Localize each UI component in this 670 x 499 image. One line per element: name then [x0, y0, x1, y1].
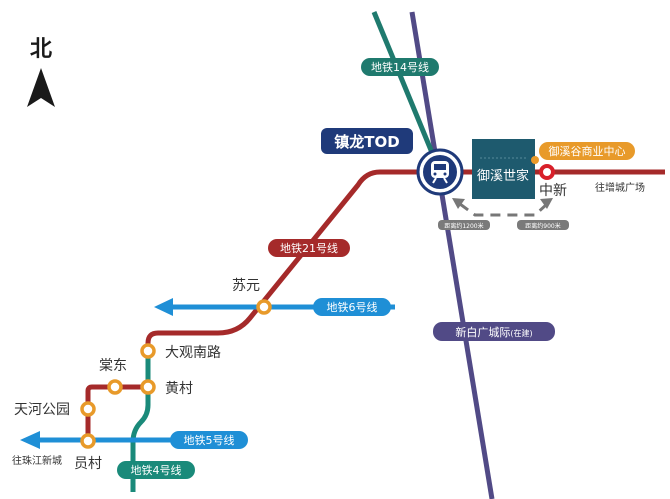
- tangdong-station: [107, 379, 123, 395]
- zhongxin-station: [539, 164, 555, 180]
- to-zhujiang-label: 往珠江新城: [12, 454, 62, 467]
- walk-arrow-right-icon: [540, 198, 553, 209]
- train-icon: [431, 161, 449, 184]
- line21-label: 地铁21号线: [280, 241, 338, 255]
- dist-right-label: 距离约900米: [525, 222, 560, 230]
- line5-pill: [170, 431, 248, 449]
- xinbai-line: [409, 11, 495, 499]
- xinbai-pill: [433, 322, 555, 341]
- daguan-station: [140, 343, 156, 359]
- to-zengcheng-label: 往增城广场: [595, 181, 645, 194]
- tod-label: 镇龙TOD: [334, 133, 399, 151]
- yuancun-station: [80, 433, 96, 449]
- dist-right-pill: [517, 220, 569, 230]
- walk-path: [459, 202, 549, 217]
- line14-label: 地铁14号线: [371, 60, 429, 74]
- line14-pill: [361, 58, 439, 76]
- line21-pill: [268, 239, 350, 257]
- line6-label: 地铁6号线: [327, 300, 378, 314]
- dist-left-pill: [438, 220, 490, 230]
- north-arrow-icon: [27, 68, 55, 107]
- line5-label: 地铁5号线: [184, 433, 235, 447]
- line5-arrow: [20, 431, 40, 449]
- tod-badge: [321, 128, 413, 154]
- commercial-label: 御溪谷商业中心: [549, 144, 626, 158]
- suyuan-label: 苏元: [232, 278, 260, 294]
- commercial-dot: [531, 156, 539, 164]
- project-name: 御溪世家: [477, 168, 529, 184]
- line6-pill: [313, 298, 391, 316]
- project-logo: [472, 139, 535, 199]
- commercial-pill: [539, 142, 635, 160]
- walk-arrow-left-icon: [452, 198, 465, 209]
- line6-arrow: [154, 298, 173, 316]
- yuancun-label: 员村: [74, 456, 102, 472]
- xinbai-label: 新白广城际(在建): [455, 325, 532, 339]
- line4-label: 地铁4号线: [131, 463, 182, 477]
- huangcun-station: [140, 379, 156, 395]
- line4-track: [130, 352, 151, 492]
- huangcun-label: 黄村: [165, 380, 193, 397]
- tianhe-label: 天河公园: [14, 402, 70, 418]
- tianhe-station: [80, 401, 96, 417]
- north-label: 北: [30, 37, 52, 62]
- tangdong-label: 棠东: [99, 358, 127, 374]
- zhongxin-label: 中新: [539, 183, 567, 199]
- dist-left-label: 距离约1200米: [444, 222, 483, 230]
- line14-track: [371, 11, 443, 173]
- line21-track: [85, 169, 665, 441]
- suyuan-station: [256, 299, 272, 315]
- daguan-label: 大观南路: [165, 345, 221, 361]
- line4-pill: [117, 461, 195, 479]
